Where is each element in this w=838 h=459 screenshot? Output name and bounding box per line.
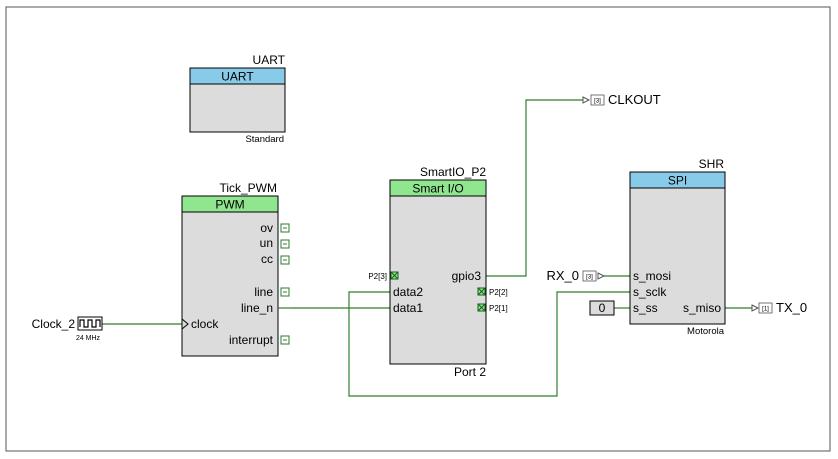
clkout-pin-tag: [3]: [594, 99, 601, 105]
pwm-pin-ov: ov: [260, 221, 273, 235]
uart-component[interactable]: UART UART Standard: [189, 53, 286, 145]
pwm-component[interactable]: Tick_PWM PWM ov un cc line line_n interr…: [181, 181, 290, 357]
pwm-interrupt-pin-icon[interactable]: [280, 335, 290, 345]
spi-body[interactable]: [629, 171, 726, 325]
tx-label: TX_0: [776, 300, 807, 315]
smartio-footer: Port 2: [454, 365, 486, 379]
pwm-pin-interrupt: interrupt: [229, 333, 274, 347]
sheet-border: [5, 6, 831, 452]
clkout-label: CLKOUT: [608, 92, 661, 107]
smartio-p21-pin-icon[interactable]: [477, 303, 486, 312]
spi-header: [629, 171, 726, 189]
const-zero-value: 0: [599, 301, 606, 315]
rx-label: RX_0: [546, 268, 579, 283]
clock-symbol[interactable]: [77, 316, 103, 331]
wire-gpio3-clkout[interactable]: [486, 99, 585, 277]
smartio-p23-pin-icon[interactable]: [390, 271, 399, 280]
spi-pin-s-sclk: s_sclk: [633, 285, 667, 299]
const-zero[interactable]: 0: [589, 300, 615, 316]
pwm-pin-cc: cc: [261, 252, 273, 266]
spi-pin-s-miso: s_miso: [683, 301, 721, 315]
rx-arrow-icon: [597, 272, 606, 280]
spi-instance-name: SHR: [699, 157, 725, 171]
pwm-body[interactable]: [181, 195, 279, 357]
smartio-p22-pin-icon[interactable]: [477, 287, 486, 296]
clkout-arrow-icon: [582, 96, 591, 104]
pwm-clock-triangle-icon: [181, 318, 189, 330]
pwm-cc-pin-icon[interactable]: [280, 255, 290, 265]
clock-name: Clock_2: [32, 317, 76, 331]
const-zero-box[interactable]: [589, 300, 615, 316]
pwm-pin-clock: clock: [191, 317, 219, 331]
smartio-component[interactable]: SmartIO_P2 Smart I/O gpio3 data2 data1 P…: [368, 165, 507, 379]
tx-arrow-icon: [751, 304, 760, 312]
smartio-header-label: Smart I/O: [412, 182, 463, 196]
smartio-pin-data2: data2: [393, 285, 423, 299]
spi-footer: Motorola: [687, 326, 725, 337]
spi-component[interactable]: SHR SPI s_mosi s_sclk s_ss s_miso Motoro…: [629, 157, 726, 337]
clkout-pin-box: [590, 94, 605, 106]
pwm-line-pin-icon[interactable]: [280, 287, 290, 297]
smartio-port-p23: P2[3]: [368, 272, 387, 281]
pwm-header: [181, 195, 279, 213]
spi-pin-s-ss: s_ss: [633, 301, 658, 315]
smartio-port-p22: P2[2]: [489, 288, 508, 297]
uart-instance-name: UART: [253, 53, 286, 67]
smartio-pin-gpio3: gpio3: [452, 269, 482, 283]
smartio-port-p21: P2[1]: [489, 304, 508, 313]
uart-header: [189, 67, 286, 85]
pwm-pin-un: un: [260, 236, 273, 250]
smartio-instance-name: SmartIO_P2: [420, 165, 486, 179]
spi-header-label: SPI: [668, 174, 687, 188]
clock-source[interactable]: Clock_2 24 MHz: [32, 316, 103, 342]
clock-frequency: 24 MHz: [76, 335, 101, 342]
rx-pin-box: [582, 270, 597, 282]
smartio-header: [389, 179, 487, 197]
tx-pin-box: [758, 302, 773, 314]
clock-wave-icon: [79, 319, 101, 328]
tx-terminal[interactable]: [1] TX_0: [751, 300, 807, 315]
pwm-instance-name: Tick_PWM: [219, 181, 277, 195]
pwm-header-label: PWM: [215, 198, 244, 212]
wire-data2-sclk[interactable]: [348, 291, 630, 397]
spi-pin-s-mosi: s_mosi: [633, 269, 671, 283]
pwm-un-pin-icon[interactable]: [280, 239, 290, 249]
pwm-ov-pin-icon[interactable]: [280, 223, 290, 233]
pwm-pin-line: line: [254, 285, 273, 299]
clkout-terminal[interactable]: [3] CLKOUT: [582, 92, 661, 107]
rx-pin-tag: [3]: [586, 275, 593, 281]
uart-footer: Standard: [245, 134, 284, 145]
pwm-pin-line-n: line_n: [241, 301, 273, 315]
uart-header-label: UART: [221, 70, 254, 84]
tx-pin-tag: [1]: [762, 307, 769, 313]
rx-terminal[interactable]: RX_0 [3]: [546, 268, 606, 283]
smartio-pin-data1: data1: [393, 301, 423, 315]
